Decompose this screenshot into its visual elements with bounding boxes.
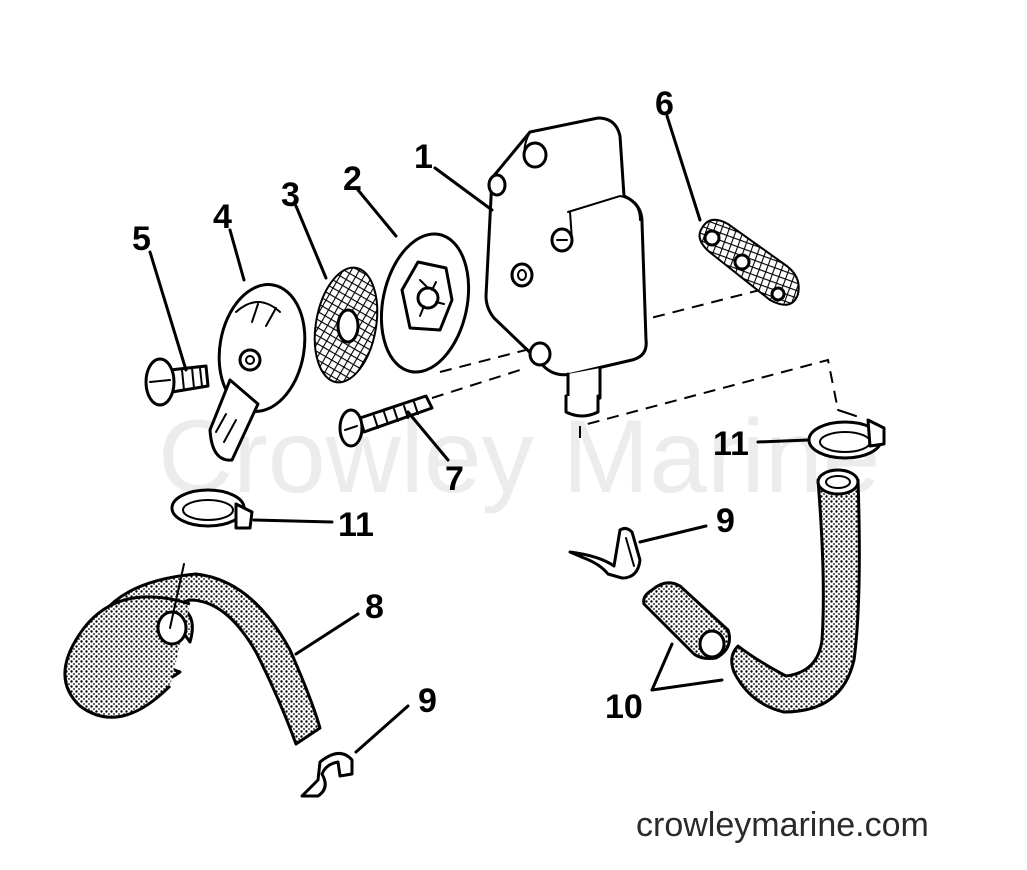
callout-5: 5 (132, 220, 151, 258)
hose-clamp-left (170, 488, 254, 530)
hose-clip-upper (568, 526, 642, 580)
callout-7: 7 (445, 460, 464, 498)
filter-mesh (313, 266, 379, 384)
callout-9-lower: 9 (418, 682, 437, 720)
callout-10: 10 (605, 688, 643, 726)
site-label: crowleymarine.com (636, 806, 929, 844)
fuel-pump-body (484, 116, 648, 418)
callout-8: 8 (365, 588, 384, 626)
callout-2: 2 (343, 160, 362, 198)
long-screw (338, 394, 434, 448)
screen-plate (379, 232, 471, 374)
callout-1: 1 (414, 138, 433, 176)
callout-3: 3 (281, 176, 300, 214)
callout-11-left: 11 (338, 506, 374, 544)
callout-11-right: 11 (713, 425, 749, 463)
callout-9-upper: 9 (716, 502, 735, 540)
short-fuel-hose (642, 581, 731, 660)
cover-screw (144, 357, 210, 407)
filter-cover (208, 283, 307, 462)
watermark: Crowley Marine (158, 399, 880, 515)
callout-4: 4 (213, 198, 232, 236)
long-fuel-hose (63, 563, 322, 746)
right-fuel-hose (730, 468, 861, 714)
hose-clip-lower (300, 752, 354, 798)
pump-gasket (698, 218, 800, 306)
callout-6: 6 (655, 85, 674, 123)
leader-lines (148, 114, 810, 754)
callout-labels: 1 2 3 4 5 6 7 8 9 9 10 11 11 (132, 85, 749, 726)
